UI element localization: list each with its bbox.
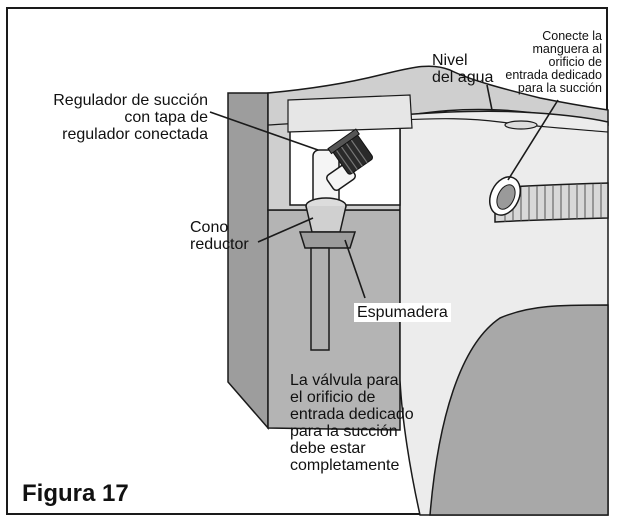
skimmer-collar xyxy=(298,231,357,249)
skimmer-housing-back xyxy=(227,92,269,431)
label-water-level: Nivel del agua xyxy=(432,52,494,86)
skimmer-pipe xyxy=(310,247,330,351)
label-cone: Cono reductor xyxy=(190,219,249,253)
leader-hose xyxy=(507,99,559,181)
leader-water xyxy=(486,84,493,111)
regulator-cap xyxy=(327,128,374,175)
top-suction-port xyxy=(504,120,538,130)
tub-step xyxy=(429,304,609,516)
figure-title: Figura 17 xyxy=(22,480,129,507)
leader-regulator xyxy=(209,111,319,151)
label-valve: La válvula para el orificio de entrada d… xyxy=(290,372,414,474)
suction-port-inner xyxy=(496,184,516,210)
skimmer-lip xyxy=(287,94,413,133)
label-regulator: Regulador de succión con tapa de regulad… xyxy=(53,92,208,143)
label-hose: Conecte la manguera al orificio de entra… xyxy=(505,29,602,95)
leader-cone xyxy=(257,217,314,243)
leader-skimmer xyxy=(344,239,366,299)
label-skimmer: Espumadera xyxy=(354,303,451,322)
suction-hose xyxy=(494,182,609,223)
